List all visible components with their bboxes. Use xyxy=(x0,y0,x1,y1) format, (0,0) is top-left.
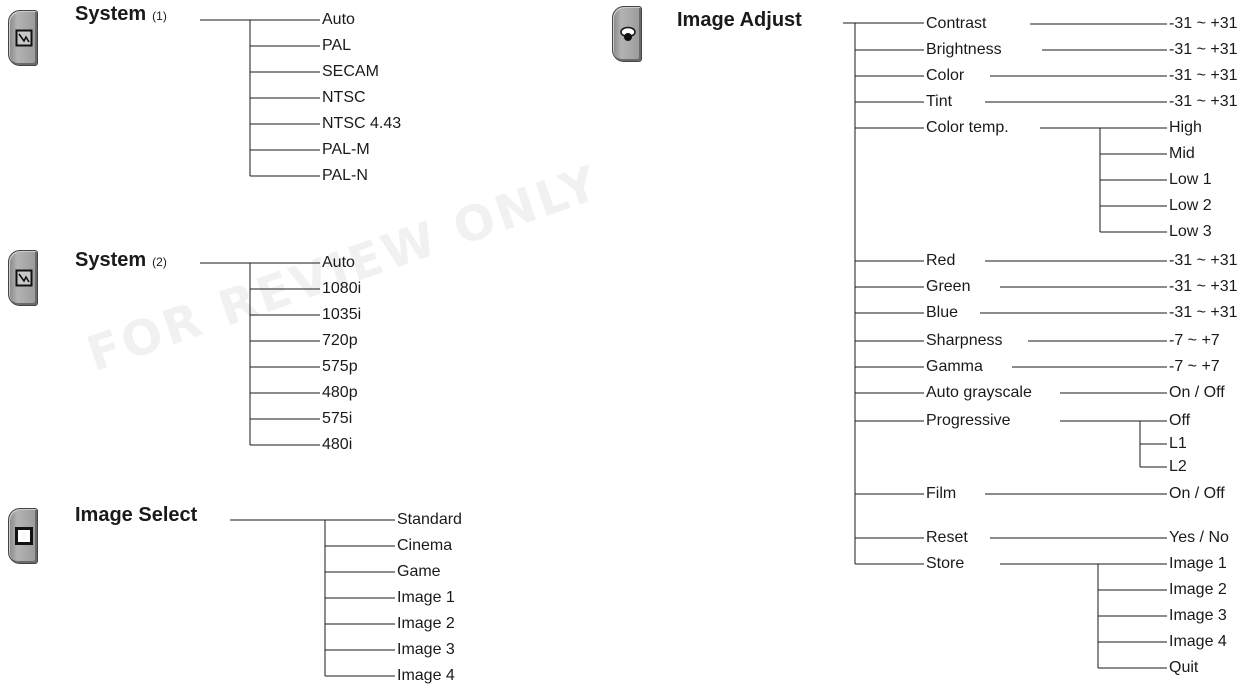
system-2-title-text: System xyxy=(75,249,147,271)
system-1-option: PAL-M xyxy=(322,141,370,158)
image-adjust-item: Gamma xyxy=(926,358,983,375)
image-adjust-item: Color xyxy=(926,67,965,84)
system-1-note: (1) xyxy=(152,9,167,23)
image-select-title: Image Select xyxy=(75,504,198,526)
system-1-option: Auto xyxy=(322,11,355,28)
system-2-title: System (2) xyxy=(75,248,167,274)
image-select-option: Game xyxy=(397,563,441,580)
system-2-option: 1080i xyxy=(322,280,362,297)
system-1-tab xyxy=(8,10,38,66)
image-adjust-item: Film xyxy=(926,485,957,502)
image-adjust-value: -7 ~ +7 xyxy=(1169,358,1220,375)
image-adjust-item: Auto grayscale xyxy=(926,384,1032,401)
system-1-option: NTSC xyxy=(322,89,366,106)
system-1-option: PAL xyxy=(322,37,352,54)
image-adjust-icon xyxy=(620,26,636,41)
image-adjust-title: Image Adjust xyxy=(677,9,802,31)
system-2-option: Auto xyxy=(322,254,355,271)
monitor-wave-icon xyxy=(15,269,33,287)
store-option: Image 1 xyxy=(1169,555,1227,572)
system-2-option: 575p xyxy=(322,358,358,375)
store-option: Image 2 xyxy=(1169,581,1227,598)
system-1-option: SECAM xyxy=(322,63,379,80)
image-adjust-item: Store xyxy=(926,555,965,572)
image-select-option: Image 3 xyxy=(397,641,455,658)
image-adjust-item: Contrast xyxy=(926,15,987,32)
image-adjust-value: -31 ~ +31 xyxy=(1169,67,1238,84)
system-2-option: 575i xyxy=(322,410,353,427)
image-adjust-value: -31 ~ +31 xyxy=(1169,15,1238,32)
system-1-option: NTSC 4.43 xyxy=(322,115,402,132)
image-select-option: Standard xyxy=(397,511,462,528)
image-adjust-value: -31 ~ +31 xyxy=(1169,278,1238,295)
store-option: Quit xyxy=(1169,659,1199,676)
system-1-title: System (1) xyxy=(75,2,167,28)
image-adjust-value: -31 ~ +31 xyxy=(1169,252,1238,269)
progressive-option: Off xyxy=(1169,412,1191,429)
system-1-option: PAL-N xyxy=(322,167,368,184)
image-adjust-value: -7 ~ +7 xyxy=(1169,332,1220,349)
system-2-option: 480p xyxy=(322,384,358,401)
image-adjust-item: Tint xyxy=(926,93,953,110)
system-2-note: (2) xyxy=(152,255,167,269)
image-adjust-item: Red xyxy=(926,252,956,269)
system-2-option: 1035i xyxy=(322,306,362,323)
image-adjust-item: Brightness xyxy=(926,41,1002,58)
image-adjust-item: Progressive xyxy=(926,412,1011,429)
image-adjust-value: On / Off xyxy=(1169,485,1225,502)
image-select-option: Image 4 xyxy=(397,667,455,684)
image-adjust-item: Sharpness xyxy=(926,332,1003,349)
image-adjust-value: -31 ~ +31 xyxy=(1169,304,1238,321)
image-adjust-value: On / Off xyxy=(1169,384,1225,401)
image-adjust-item: Blue xyxy=(926,304,959,321)
color-temp-option: Low 2 xyxy=(1169,197,1212,214)
image-frame-icon xyxy=(15,527,33,545)
monitor-wave-icon xyxy=(15,29,33,47)
color-temp-option: Low 3 xyxy=(1169,223,1212,240)
color-temp-option: Mid xyxy=(1169,145,1195,162)
color-temp-option: High xyxy=(1169,119,1202,136)
progressive-option: L1 xyxy=(1169,435,1187,452)
system-1-title-text: System xyxy=(75,3,147,25)
system-2-option: 720p xyxy=(322,332,358,349)
image-adjust-value: Yes / No xyxy=(1169,529,1229,546)
image-adjust-item: Green xyxy=(926,278,971,295)
image-adjust-value: -31 ~ +31 xyxy=(1169,41,1238,58)
image-adjust-item: Color temp. xyxy=(926,119,1009,136)
color-temp-option: Low 1 xyxy=(1169,171,1212,188)
image-select-option: Image 1 xyxy=(397,589,455,606)
system-2-tab xyxy=(8,250,38,306)
image-select-option: Cinema xyxy=(397,537,453,554)
image-select-tab xyxy=(8,508,38,564)
image-adjust-tab xyxy=(612,6,642,62)
image-adjust-value: -31 ~ +31 xyxy=(1169,93,1238,110)
system-2-option: 480i xyxy=(322,436,353,453)
store-option: Image 4 xyxy=(1169,633,1227,650)
store-option: Image 3 xyxy=(1169,607,1227,624)
image-select-option: Image 2 xyxy=(397,615,455,632)
image-adjust-item: Reset xyxy=(926,529,968,546)
progressive-option: L2 xyxy=(1169,458,1187,475)
